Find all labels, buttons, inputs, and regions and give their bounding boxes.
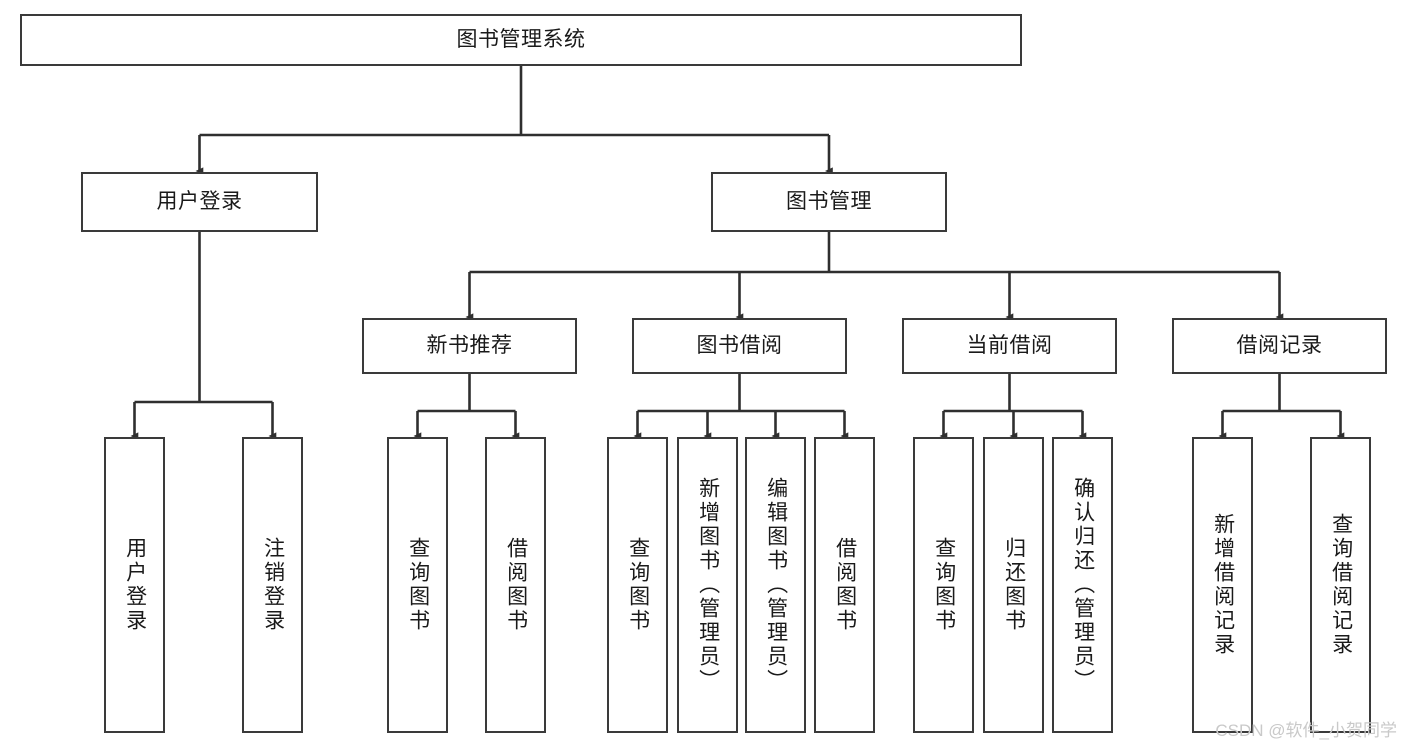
node-book-borrow[interactable]: 图书借阅 — [632, 318, 847, 374]
node-label-leaf-add-borrow-record: 新增借阅记录 — [1211, 513, 1235, 657]
node-borrow-record[interactable]: 借阅记录 — [1172, 318, 1387, 374]
node-label-leaf-query-book-recommend: 查询图书 — [406, 537, 430, 633]
node-leaf-borrow-book-recommend[interactable]: 借阅图书 — [485, 437, 546, 733]
node-user-login[interactable]: 用户登录 — [81, 172, 318, 232]
node-new-book-recommend[interactable]: 新书推荐 — [362, 318, 577, 374]
node-label-borrow-record: 借阅记录 — [1236, 333, 1323, 357]
node-leaf-user-login[interactable]: 用户登录 — [104, 437, 165, 733]
node-leaf-query-book-recommend[interactable]: 查询图书 — [387, 437, 448, 733]
node-leaf-add-book-admin[interactable]: 新增图书（管理员） — [677, 437, 738, 733]
node-label-leaf-query-borrow-record: 查询借阅记录 — [1329, 513, 1353, 657]
node-book-management[interactable]: 图书管理 — [711, 172, 947, 232]
node-leaf-query-borrow-record[interactable]: 查询借阅记录 — [1310, 437, 1371, 733]
node-label-leaf-borrow-book-recommend: 借阅图书 — [504, 537, 528, 633]
node-leaf-query-book-borrow[interactable]: 查询图书 — [607, 437, 668, 733]
node-label-leaf-query-book-current: 查询图书 — [932, 537, 956, 633]
node-leaf-add-borrow-record[interactable]: 新增借阅记录 — [1192, 437, 1253, 733]
node-label-book-borrow: 图书借阅 — [696, 333, 783, 357]
node-label-leaf-query-book-borrow: 查询图书 — [626, 537, 650, 633]
node-label-current-borrow: 当前借阅 — [966, 333, 1053, 357]
node-label-leaf-user-login: 用户登录 — [123, 537, 147, 633]
connector-group — [130, 66, 1345, 440]
node-leaf-query-book-current[interactable]: 查询图书 — [913, 437, 974, 733]
node-leaf-confirm-return-admin[interactable]: 确认归还（管理员） — [1052, 437, 1113, 733]
node-label-new-book-recommend: 新书推荐 — [426, 333, 513, 357]
node-leaf-return-book[interactable]: 归还图书 — [983, 437, 1044, 733]
node-label-leaf-borrow-book: 借阅图书 — [833, 537, 857, 633]
node-leaf-borrow-book[interactable]: 借阅图书 — [814, 437, 875, 733]
node-label-leaf-logout-login: 注销登录 — [261, 537, 285, 633]
node-leaf-logout-login[interactable]: 注销登录 — [242, 437, 303, 733]
node-label-root: 图书管理系统 — [456, 27, 586, 51]
node-label-leaf-return-book: 归还图书 — [1002, 537, 1026, 633]
node-label-book-management: 图书管理 — [786, 189, 872, 213]
node-label-leaf-confirm-return-admin: 确认归还（管理员） — [1071, 477, 1095, 693]
node-root[interactable]: 图书管理系统 — [20, 14, 1022, 66]
node-label-user-login: 用户登录 — [156, 189, 243, 213]
node-current-borrow[interactable]: 当前借阅 — [902, 318, 1117, 374]
node-leaf-edit-book-admin[interactable]: 编辑图书（管理员） — [745, 437, 806, 733]
node-label-leaf-edit-book-admin: 编辑图书（管理员） — [764, 477, 788, 693]
node-label-leaf-add-book-admin: 新增图书（管理员） — [696, 477, 720, 693]
